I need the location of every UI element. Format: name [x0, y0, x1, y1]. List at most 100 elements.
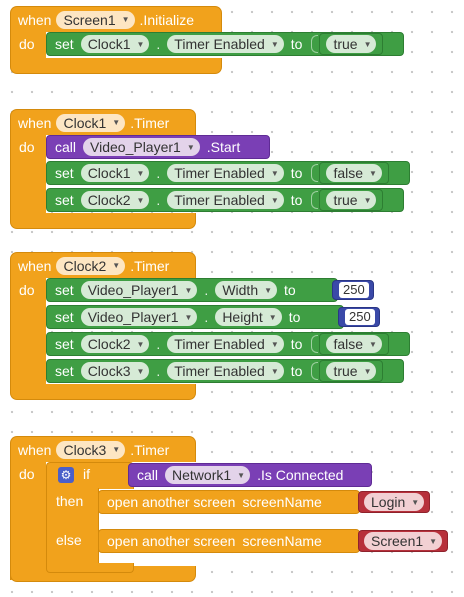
gear-icon[interactable]: ⚙: [58, 467, 74, 483]
action-label: open another screen: [107, 533, 236, 549]
to-label: to: [290, 36, 303, 52]
component-dropdown[interactable]: Video_Player1▼: [80, 281, 198, 299]
set-block[interactable]: set Clock2▼ . Timer Enabled▼ to true▼: [46, 188, 404, 212]
screen-dropdown[interactable]: Screen1▼: [364, 532, 443, 550]
set-label: set: [55, 336, 74, 352]
boolean-dropdown[interactable]: true▼: [326, 191, 377, 209]
event-header[interactable]: when Clock2▼ .Timer: [10, 252, 196, 278]
property-dropdown[interactable]: Timer Enabled▼: [167, 335, 284, 353]
to-label: to: [290, 336, 303, 352]
property-dropdown[interactable]: Width▼: [215, 281, 278, 299]
set-block[interactable]: set Clock1▼ . Timer Enabled▼ to true▼: [46, 32, 404, 56]
number-field[interactable]: 250: [345, 309, 375, 325]
set-label: set: [55, 165, 74, 181]
chevron-down-icon: ▼: [429, 536, 438, 546]
boolean-dropdown[interactable]: true▼: [326, 35, 377, 53]
boolean-block[interactable]: true▼: [319, 189, 384, 211]
component-dropdown[interactable]: Clock3▼: [80, 362, 150, 380]
event-header[interactable]: when Screen1▼ .Initialize: [10, 6, 222, 32]
event-header[interactable]: when Clock1▼ .Timer: [10, 109, 196, 135]
property-dropdown[interactable]: Timer Enabled▼: [167, 164, 284, 182]
boolean-dropdown[interactable]: false▼: [326, 335, 382, 353]
component-dropdown[interactable]: Video_Player1▼: [80, 308, 198, 326]
boolean-block[interactable]: true▼: [319, 33, 384, 55]
component-dropdown[interactable]: Clock1▼: [56, 113, 126, 132]
do-label: do: [19, 282, 35, 298]
chevron-down-icon: ▼: [112, 445, 121, 454]
to-label: to: [288, 309, 301, 325]
chevron-down-icon: ▼: [264, 285, 273, 295]
boolean-block[interactable]: false▼: [319, 333, 389, 355]
open-another-screen-block[interactable]: open another screen screenName: [98, 529, 360, 553]
boolean-dropdown[interactable]: false▼: [326, 164, 382, 182]
component-dropdown[interactable]: Clock2▼: [56, 256, 126, 275]
component-dropdown[interactable]: Clock1▼: [80, 164, 150, 182]
chevron-down-icon: ▼: [268, 312, 277, 322]
when-label: when: [18, 11, 52, 28]
property-dropdown[interactable]: Timer Enabled▼: [167, 35, 284, 53]
component-dropdown[interactable]: Clock2▼: [80, 191, 150, 209]
param-label: screenName: [242, 494, 322, 510]
component-dropdown[interactable]: Video_Player1▼: [83, 138, 200, 156]
open-another-screen-block[interactable]: open another screen screenName: [98, 490, 360, 514]
chevron-down-icon: ▼: [270, 339, 279, 349]
chevron-down-icon: ▼: [112, 261, 121, 270]
chevron-down-icon: ▼: [184, 312, 193, 322]
chevron-down-icon: ▼: [363, 195, 372, 205]
number-block[interactable]: 250: [338, 307, 380, 327]
component-dropdown[interactable]: Network1▼: [165, 466, 251, 484]
set-block[interactable]: set Video_Player1▼ . Width▼ to: [46, 278, 338, 302]
chevron-down-icon: ▼: [270, 366, 279, 376]
event-name: .Timer: [130, 257, 170, 274]
action-label: open another screen: [107, 494, 236, 510]
set-block[interactable]: set Video_Player1▼ . Height▼ to: [46, 305, 344, 329]
set-block[interactable]: set Clock1▼ . Timer Enabled▼ to false▼: [46, 161, 410, 185]
chevron-down-icon: ▼: [270, 195, 279, 205]
chevron-down-icon: ▼: [136, 168, 145, 178]
call-label: call: [137, 467, 159, 483]
chevron-down-icon: ▼: [363, 39, 372, 49]
property-dropdown[interactable]: Timer Enabled▼: [167, 362, 284, 380]
call-block[interactable]: call Video_Player1▼ .Start: [46, 135, 270, 159]
to-label: to: [290, 363, 303, 379]
text-block[interactable]: Login▼: [358, 491, 431, 513]
param-label: screenName: [242, 533, 322, 549]
component-dropdown[interactable]: Clock3▼: [56, 440, 126, 459]
method-name: .Is Connected: [257, 467, 344, 483]
boolean-block[interactable]: true▼: [319, 360, 384, 382]
set-block[interactable]: set Clock2▼ . Timer Enabled▼ to false▼: [46, 332, 410, 356]
chevron-down-icon: ▼: [136, 366, 145, 376]
property-dropdown[interactable]: Timer Enabled▼: [167, 191, 284, 209]
chevron-down-icon: ▼: [270, 39, 279, 49]
component-dropdown[interactable]: Screen1▼: [56, 10, 135, 29]
number-block[interactable]: 250: [332, 280, 374, 300]
chevron-down-icon: ▼: [186, 142, 195, 152]
chevron-down-icon: ▼: [270, 168, 279, 178]
text-block[interactable]: Screen1▼: [358, 530, 449, 552]
event-name: .Timer: [130, 114, 170, 131]
chevron-down-icon: ▼: [363, 366, 372, 376]
then-label: then: [56, 493, 84, 509]
call-label: call: [55, 139, 77, 155]
chevron-down-icon: ▼: [411, 497, 420, 507]
to-label: to: [284, 282, 296, 298]
number-field[interactable]: 250: [339, 282, 369, 298]
event-header[interactable]: when Clock3▼ .Timer: [10, 436, 196, 462]
to-label: to: [290, 192, 303, 208]
chevron-down-icon: ▼: [112, 118, 121, 127]
property-dropdown[interactable]: Height▼: [215, 308, 282, 326]
do-label: do: [19, 139, 35, 155]
set-block[interactable]: set Clock3▼ . Timer Enabled▼ to true▼: [46, 359, 404, 383]
set-label: set: [55, 363, 74, 379]
component-dropdown[interactable]: Clock2▼: [80, 335, 150, 353]
boolean-dropdown[interactable]: true▼: [326, 362, 377, 380]
set-label: set: [55, 192, 74, 208]
call-block[interactable]: call Network1▼ .Is Connected: [128, 463, 372, 487]
chevron-down-icon: ▼: [369, 339, 377, 349]
boolean-block[interactable]: false▼: [319, 162, 389, 184]
component-dropdown[interactable]: Clock1▼: [80, 35, 150, 53]
when-label: when: [18, 441, 52, 458]
screen-dropdown[interactable]: Login▼: [364, 493, 425, 511]
set-label: set: [55, 36, 74, 52]
